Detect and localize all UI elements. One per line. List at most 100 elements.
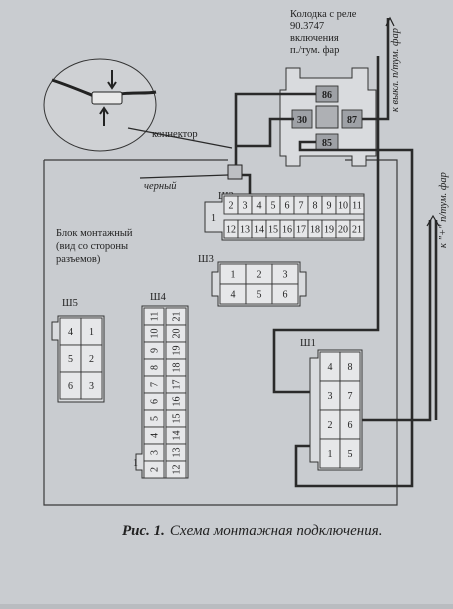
arrow-to-plus [426,214,440,227]
relay-title-line-4: п./тум. фар [290,45,339,56]
connector-label: коннектор [152,129,198,140]
sh2-pin-17-label: 17 [296,225,306,236]
sh2-pin-12-label: 12 [226,225,236,236]
sh4-pin-2-label: 2 [150,467,161,472]
sh3-pin-5-label: 5 [257,290,262,301]
sh1-name: Ш1 [300,338,316,349]
relay-socket: Колодка с реле 90.3747 включения п./тум.… [279,9,377,167]
detail-wire-right [119,90,157,96]
connector-square [227,164,243,180]
wire-to-sh1-upper [272,56,380,394]
sh4-pin-16-label: 16 [172,397,183,407]
relay-pin-87-label: 87 [347,115,357,126]
wire-86-to-connector [234,92,316,165]
relay-pin-85-label: 85 [322,138,332,149]
sh3-pin-6-label: 6 [283,290,288,301]
detail-connector-body [91,91,123,105]
arrow-to-switch [385,16,395,27]
sh4-pin-17-label: 17 [172,380,183,390]
sh2-pin-8-label: 8 [313,201,318,212]
sh4-side-number: 1 [133,458,138,469]
sh2-pin-4-label: 4 [257,201,262,212]
detail-wire-left [51,78,95,98]
wires [234,18,438,488]
sh4-pin-11-label: 11 [150,312,161,322]
wire-85-to-sh1 [294,140,414,488]
caption-prefix: Рис. 1. [122,523,165,539]
relay-pin-30-label: 30 [297,115,307,126]
sh2-pin-13-label: 13 [240,225,250,236]
sh1-pin-4-label: 4 [328,362,333,373]
connector-detail [43,58,233,152]
sh2-pin-16-label: 16 [282,225,292,236]
sh3-name: Ш3 [198,254,214,265]
sh2-pin-10-label: 10 [338,201,348,212]
sh2-pin-14-label: 14 [254,225,264,236]
sh5-name: Ш5 [62,298,78,309]
relay-title-line-1: Колодка с реле [290,9,357,20]
sh5-pin-3-label: 3 [89,381,94,392]
sh4-pin-9-label: 9 [150,348,161,353]
sh1-pin-5-label: 5 [348,449,353,460]
sh4-pin-15-label: 15 [172,414,183,424]
sh1-pin-8-label: 8 [348,362,353,373]
sh5-pin-4-label: 4 [68,327,73,338]
sh1-pin-1-label: 1 [328,449,333,460]
wire-30-to-connector [236,117,294,148]
sh2-pin-21-label: 21 [352,225,362,236]
sh2-pin-11-label: 11 [352,201,362,212]
sh3-pin-6-cell [271,283,299,305]
sh4-pin-8-label: 8 [150,365,161,370]
sh4-pin-10-label: 10 [150,329,161,339]
sh2-pin-6-label: 6 [285,201,290,212]
sh4-pin-6-label: 6 [150,399,161,404]
sh2-pin-21-cell [349,219,365,239]
detail-leader-line [127,127,233,149]
sh4-name: Ш4 [150,292,167,303]
sh2-pin-7-label: 7 [299,201,304,212]
sh3-pin-4-label: 4 [231,290,236,301]
sh4-pin-2-cell [143,460,165,479]
sh4-pin-3-label: 3 [150,450,161,455]
sh3-pin-2-label: 2 [257,270,262,281]
detail-circle [43,58,157,152]
sh2-pin-15-label: 15 [268,225,278,236]
mounting-block-outline [43,159,398,506]
label-to-plus: к "+" п/тум. фар [438,172,449,248]
sh4-pin-20-label: 20 [172,329,183,339]
sh4-pin-14-label: 14 [172,431,183,441]
caption-text: Схема монтажная подключения. [170,523,383,539]
sh4-pin-18-label: 18 [172,363,183,373]
sh5-pin-5-label: 5 [68,354,73,365]
sh1-pin-5-cell [339,438,361,469]
sh2-pin-19-label: 19 [324,225,334,236]
block-label-line-3: разъемов) [56,254,101,265]
sh2-side-number: 1 [211,213,216,224]
relay-pin-86-label: 86 [322,90,332,101]
sh4-pin-12-cell [165,460,187,479]
relay-title-line-2: 90.3747 [290,21,324,32]
sh4-pin-19-label: 19 [172,346,183,356]
sh2-pin-11-cell [349,195,365,215]
sh5-pin-3-cell [80,371,103,400]
figure-caption: Рис. 1. Схема монтажная подключения. [122,523,382,539]
wire-connector-to-sh2 [242,173,252,194]
sh1-pin-3-label: 3 [328,391,333,402]
sh2-pin-20-label: 20 [338,225,348,236]
block-label-line-2: (вид со стороны [56,241,128,252]
sh4-pin-21-label: 21 [172,312,183,322]
label-to-switch: к выкл. п/тум. фар [390,28,401,112]
black-wire-label: черный [144,181,177,192]
black-wire [139,174,229,179]
relay-socket-center [315,105,339,129]
sh4-pin-7-label: 7 [150,382,161,387]
sh4-pin-5-label: 5 [150,416,161,421]
sh5-pin-1-label: 1 [89,327,94,338]
